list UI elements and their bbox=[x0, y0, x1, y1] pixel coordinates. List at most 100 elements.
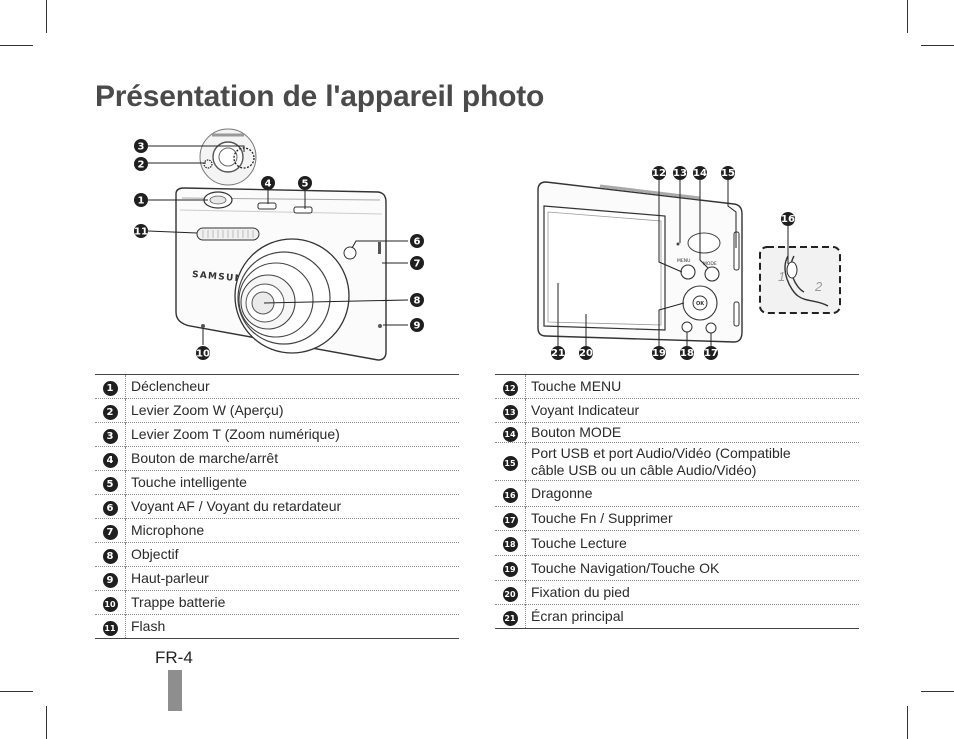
table-row: 2 Levier Zoom W (Aperçu) bbox=[95, 398, 459, 423]
front-leader-lines bbox=[147, 145, 409, 345]
row-label: Touche MENU bbox=[531, 378, 622, 394]
crop-mark bbox=[921, 691, 954, 692]
table-row: 3 Levier Zoom T (Zoom numérique) bbox=[95, 422, 459, 447]
callout-18: 18 bbox=[680, 348, 694, 359]
table-row: 9 Haut-parleur bbox=[95, 566, 459, 591]
row-number: 14 bbox=[502, 426, 518, 442]
callout-15: 15 bbox=[721, 168, 735, 179]
table-row: 13 Voyant Indicateur bbox=[495, 398, 859, 423]
row-label: Bouton de marche/arrêt bbox=[131, 450, 279, 466]
camera-front-body: SAMSUNG bbox=[175, 187, 387, 361]
row-number: 21 bbox=[502, 610, 518, 626]
back-leader-lines bbox=[557, 180, 789, 346]
callout-13: 13 bbox=[673, 168, 687, 179]
crop-mark bbox=[0, 691, 33, 692]
table-row: 19 Touche Navigation/Touche OK bbox=[495, 555, 859, 581]
row-number: 12 bbox=[502, 380, 518, 396]
strap-step-1: 1 bbox=[778, 269, 785, 284]
row-label: Touche Fn / Supprimer bbox=[531, 510, 673, 526]
front-parts-table: 1 Déclencheur 2 Levier Zoom W (Aperçu) 3… bbox=[95, 374, 459, 639]
row-number: 1 bbox=[102, 380, 118, 396]
table-row: 7 Microphone bbox=[95, 518, 459, 543]
table-row: 4 Bouton de marche/arrêt bbox=[95, 446, 459, 471]
row-number: 6 bbox=[102, 500, 118, 516]
callout-2: 2 bbox=[138, 160, 145, 171]
crop-mark bbox=[907, 0, 908, 33]
row-label: Objectif bbox=[131, 546, 179, 562]
callout-8: 8 bbox=[414, 296, 421, 307]
row-label: Trappe batterie bbox=[131, 594, 226, 610]
row-number: 7 bbox=[102, 524, 118, 540]
callout-19: 19 bbox=[652, 348, 666, 359]
row-label: Déclencheur bbox=[131, 378, 210, 394]
row-number: 18 bbox=[502, 537, 518, 552]
row-label: Dragonne bbox=[531, 485, 593, 501]
table-row: 8 Objectif bbox=[95, 542, 459, 567]
table-row: 18 Touche Lecture bbox=[495, 530, 859, 556]
table-row: 16 Dragonne bbox=[495, 480, 859, 507]
row-label: Touche Lecture bbox=[531, 534, 627, 551]
strap-detail: 1 2 bbox=[759, 246, 841, 314]
table-row: 15 Port USB et port Audio/Vidéo (Compati… bbox=[495, 442, 859, 481]
callout-21: 21 bbox=[551, 348, 565, 359]
row-number: 3 bbox=[102, 428, 118, 444]
row-label: Flash bbox=[131, 618, 166, 634]
callout-6: 6 bbox=[414, 237, 421, 248]
table-row: 12 Touche MENU bbox=[495, 374, 859, 399]
table-row: 6 Voyant AF / Voyant du retardateur bbox=[95, 494, 459, 519]
row-number: 5 bbox=[102, 476, 118, 492]
table-row: 11 Flash bbox=[95, 614, 459, 639]
table-row: 1 Déclencheur bbox=[95, 374, 459, 399]
crop-mark bbox=[907, 706, 908, 739]
callout-20: 20 bbox=[579, 348, 593, 359]
row-number: 20 bbox=[502, 586, 518, 602]
table-row: 20 Fixation du pied bbox=[495, 580, 859, 605]
table-row: 10 Trappe batterie bbox=[95, 590, 459, 615]
ok-button-label: OK bbox=[696, 301, 705, 307]
page-title: Présentation de l'appareil photo bbox=[95, 80, 545, 113]
row-label: Écran principal bbox=[531, 608, 624, 624]
row-label: Levier Zoom W (Aperçu) bbox=[131, 402, 284, 418]
row-number: 9 bbox=[102, 572, 118, 588]
row-label: Touche Navigation/Touche OK bbox=[531, 559, 720, 576]
row-label: Bouton MODE bbox=[531, 424, 622, 440]
crop-mark bbox=[921, 45, 954, 46]
callout-5: 5 bbox=[302, 179, 309, 190]
row-label: Fixation du pied bbox=[531, 584, 630, 600]
back-callouts: 12 13 14 15 16 17 18 19 20 21 bbox=[551, 166, 795, 360]
row-label-line-2: câble USB ou un câble Audio/Vidéo) bbox=[531, 461, 757, 478]
mode-button-label: MODE bbox=[703, 261, 717, 267]
row-number: 16 bbox=[502, 487, 518, 503]
crop-mark bbox=[46, 706, 47, 739]
strap-step-2: 2 bbox=[814, 279, 823, 294]
row-label: Voyant Indicateur bbox=[531, 402, 640, 418]
row-number: 17 bbox=[502, 512, 518, 528]
callout-16: 16 bbox=[781, 214, 795, 225]
page-number: FR-4 bbox=[155, 648, 193, 667]
row-label: Voyant AF / Voyant du retardateur bbox=[131, 498, 342, 514]
row-label: Haut-parleur bbox=[131, 570, 209, 586]
callout-7: 7 bbox=[414, 259, 421, 270]
row-label: Touche intelligente bbox=[131, 474, 247, 490]
row-number: 13 bbox=[502, 404, 518, 420]
table-row: 14 Bouton MODE bbox=[495, 422, 859, 443]
callout-11: 11 bbox=[134, 227, 148, 238]
row-label-line-1: Port USB et port Audio/Vidéo (Compatible bbox=[531, 444, 791, 461]
page-tab-marker bbox=[168, 670, 182, 711]
row-number: 19 bbox=[502, 562, 518, 577]
row-number: 8 bbox=[102, 548, 118, 564]
table-row: 5 Touche intelligente bbox=[95, 470, 459, 495]
callout-14: 14 bbox=[693, 168, 707, 179]
row-label: Levier Zoom T (Zoom numérique) bbox=[131, 426, 340, 442]
callout-3: 3 bbox=[138, 142, 145, 153]
menu-button-label: MENU bbox=[677, 258, 690, 264]
row-number: 10 bbox=[102, 596, 118, 612]
callout-12: 12 bbox=[652, 168, 666, 179]
front-callouts: 3 2 1 11 4 5 6 7 8 9 10 bbox=[134, 139, 424, 360]
callout-4: 4 bbox=[265, 179, 272, 190]
callout-10: 10 bbox=[196, 349, 210, 360]
crop-mark bbox=[46, 0, 47, 33]
camera-back-body: MENU MODE OK bbox=[537, 181, 743, 343]
